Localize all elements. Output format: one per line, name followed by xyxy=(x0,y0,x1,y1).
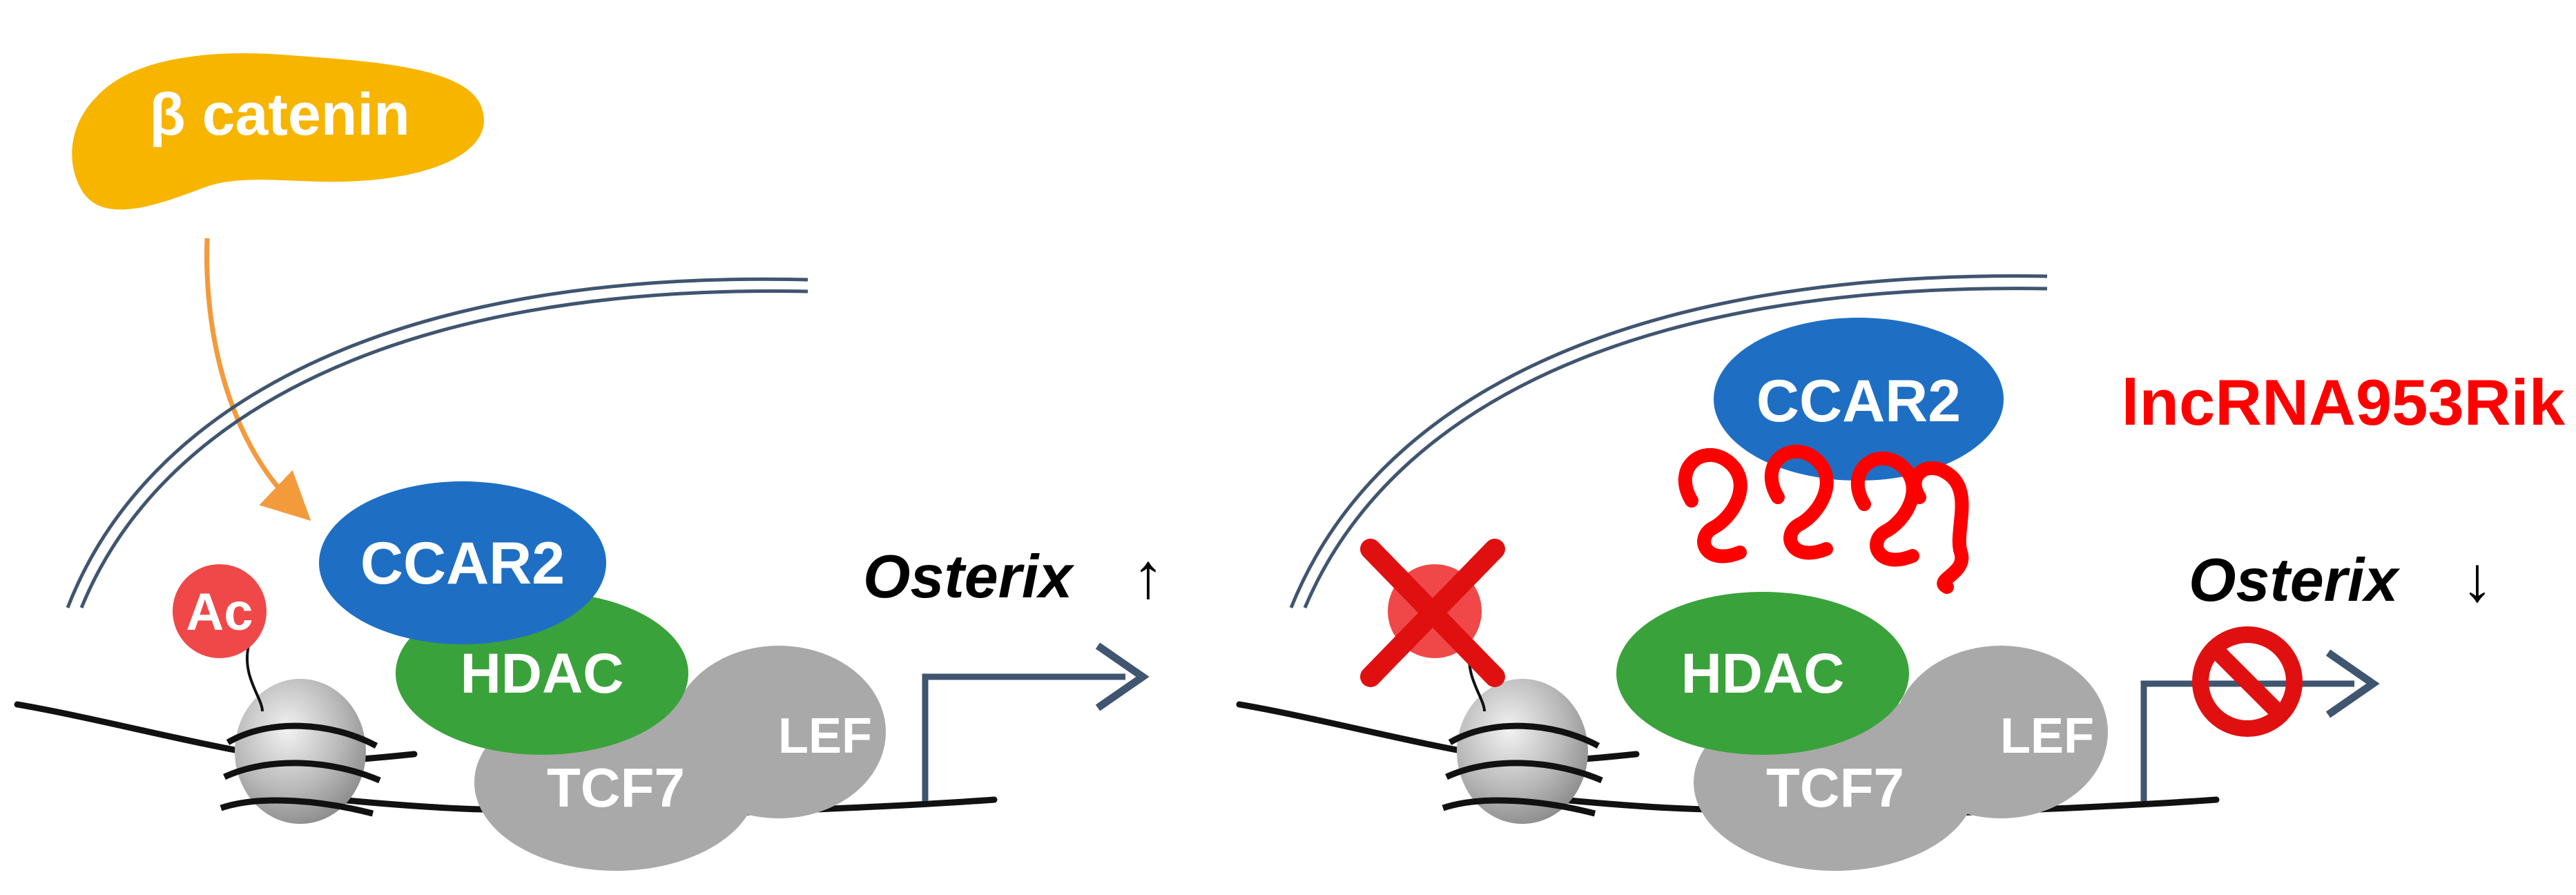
beta-catenin-shape: β catenin xyxy=(72,53,484,210)
hdac-label-right: HDAC xyxy=(1681,642,1845,705)
block-icon xyxy=(2192,626,2303,737)
lncrna-squiggle xyxy=(1678,445,1969,594)
removed-acetyl-group xyxy=(1360,539,1505,712)
acetyl-group: Ac xyxy=(173,564,267,658)
ccar2-protein-right: CCAR2 xyxy=(1714,318,2004,481)
transcription-arrow-right xyxy=(2140,649,2380,801)
tcf7-label-right: TCF7 xyxy=(1766,757,1904,818)
lef-label-left: LEF xyxy=(778,709,872,764)
ac-label: Ac xyxy=(186,583,253,642)
left-panel: β catenin Ac LE xyxy=(14,53,1164,871)
ccar2-label-right: CCAR2 xyxy=(1756,368,1961,434)
hdac-protein-right: HDAC xyxy=(1616,592,1909,755)
hdac-label-left: HDAC xyxy=(461,642,624,705)
lef-protein-right: LEF xyxy=(1894,646,2108,818)
ccar2-protein-left: CCAR2 xyxy=(319,481,606,644)
nucleosome-left xyxy=(220,679,381,824)
cross-icon xyxy=(1360,539,1505,687)
nucleosome-right xyxy=(1442,679,1603,824)
tcf7-label-left: TCF7 xyxy=(547,757,685,818)
right-panel: lncRNA953Rik CCAR2 xyxy=(1236,274,2566,871)
nuclear-membrane-right xyxy=(1289,274,2048,608)
nuclear-membrane-left xyxy=(66,277,808,608)
transcription-arrow-left xyxy=(922,642,1150,801)
ac-tail xyxy=(246,645,264,712)
osterix-label-right: Osterix xyxy=(2189,546,2400,614)
translocation-arrow xyxy=(204,238,311,521)
osterix-up-arrow: ↑ xyxy=(1132,541,1164,611)
lef-label-right: LEF xyxy=(2000,709,2094,764)
beta-catenin-label: β catenin xyxy=(149,81,409,148)
lncrna-label: lncRNA953Rik xyxy=(2121,366,2565,439)
ccar2-label-left: CCAR2 xyxy=(360,530,565,597)
osterix-label-left: Osterix xyxy=(863,542,1074,610)
osterix-down-arrow: ↓ xyxy=(2461,544,2493,615)
